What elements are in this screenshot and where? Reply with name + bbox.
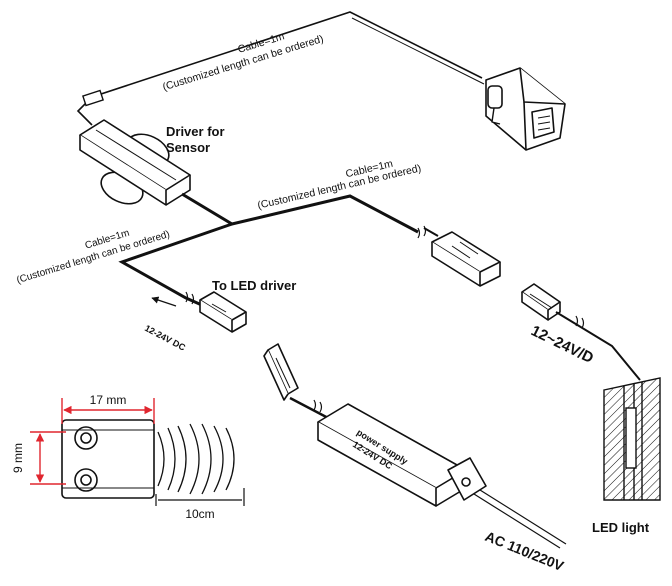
label-dc-small: 12-24V DC	[143, 323, 187, 353]
power-supply-box	[317, 403, 487, 507]
sensor-top-view	[61, 419, 155, 499]
connector-led-light-icon	[521, 283, 561, 321]
cable-power-supply	[289, 396, 333, 422]
connector-led-driver-icon	[199, 291, 247, 333]
label-dim-range: 10cm	[185, 507, 214, 521]
sensor-head-icon	[485, 67, 566, 151]
label-dim-width: 17 mm	[90, 393, 127, 407]
cable-ac-input	[473, 489, 567, 549]
led-light-profile	[603, 377, 661, 501]
cable-led-light	[555, 311, 641, 381]
label-dim-height: 9 mm	[11, 443, 25, 473]
label-driver-sensor-2: Sensor	[166, 140, 210, 155]
label-ac-input: AC 110/220V	[483, 528, 567, 574]
dimension-width	[61, 398, 155, 424]
cable-driver-branch	[118, 192, 439, 308]
label-dc-right: 12~24V/D	[528, 322, 596, 367]
sensor-driver-box	[79, 119, 191, 206]
dimension-height	[30, 431, 66, 485]
connector-middle-icon	[431, 231, 501, 287]
power-supply-connector-icon	[263, 343, 299, 401]
dimension-range	[155, 488, 245, 506]
cable-sensor-to-driver	[76, 11, 485, 126]
label-to-led-driver: To LED driver	[212, 278, 296, 293]
arrow-dc-direction	[151, 296, 177, 307]
sensor-detection-waves	[157, 423, 235, 495]
label-cable-mid-2: (Customized length can be ordered)	[256, 162, 422, 211]
label-driver-sensor-1: Driver for	[166, 124, 225, 139]
label-led-light: LED light	[592, 520, 650, 535]
